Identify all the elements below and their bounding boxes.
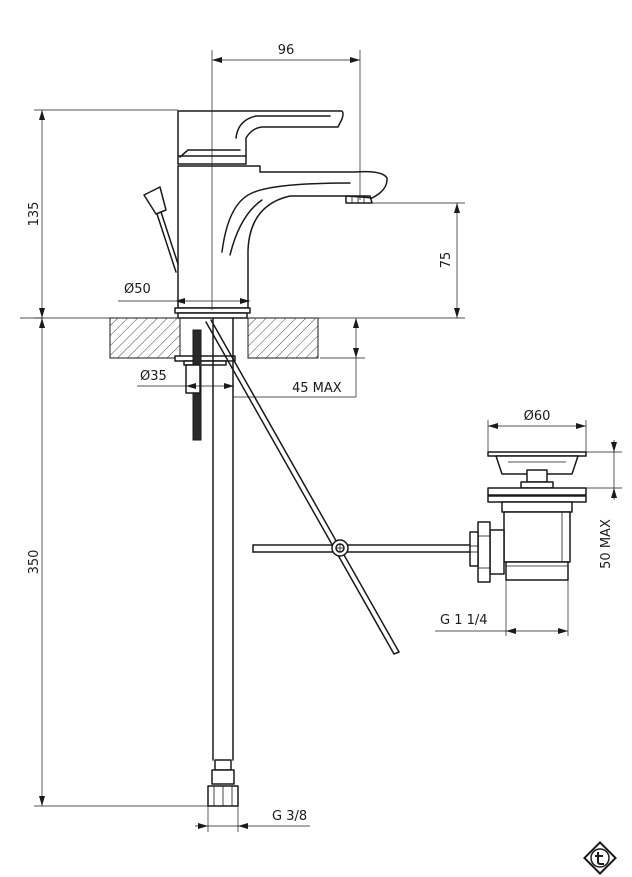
dim-hose-length: 350 (27, 550, 42, 575)
brand-logo-icon (583, 841, 617, 875)
dim-waste-max: 50 MAX (599, 519, 614, 569)
dim-total-height: 135 (27, 202, 42, 227)
dim-waste-diameter: Ø60 (524, 409, 551, 424)
dimension-lines (34, 50, 622, 832)
under-counter-fixings (174, 317, 239, 807)
dim-waste-thread: G 1 1/4 (440, 613, 488, 628)
dim-max-deck: 45 MAX (292, 381, 342, 396)
dim-hose-thread: G 3/8 (272, 809, 307, 824)
faucet-body (143, 110, 388, 319)
popup-linkage (205, 319, 473, 655)
countertop-section (20, 317, 465, 359)
dim-shank-diameter: Ø35 (140, 369, 167, 384)
dim-spout-reach: 96 (278, 43, 295, 58)
dim-base-diameter: Ø50 (124, 282, 151, 297)
dim-spout-height: 75 (439, 252, 454, 269)
waste-drain (469, 451, 587, 583)
